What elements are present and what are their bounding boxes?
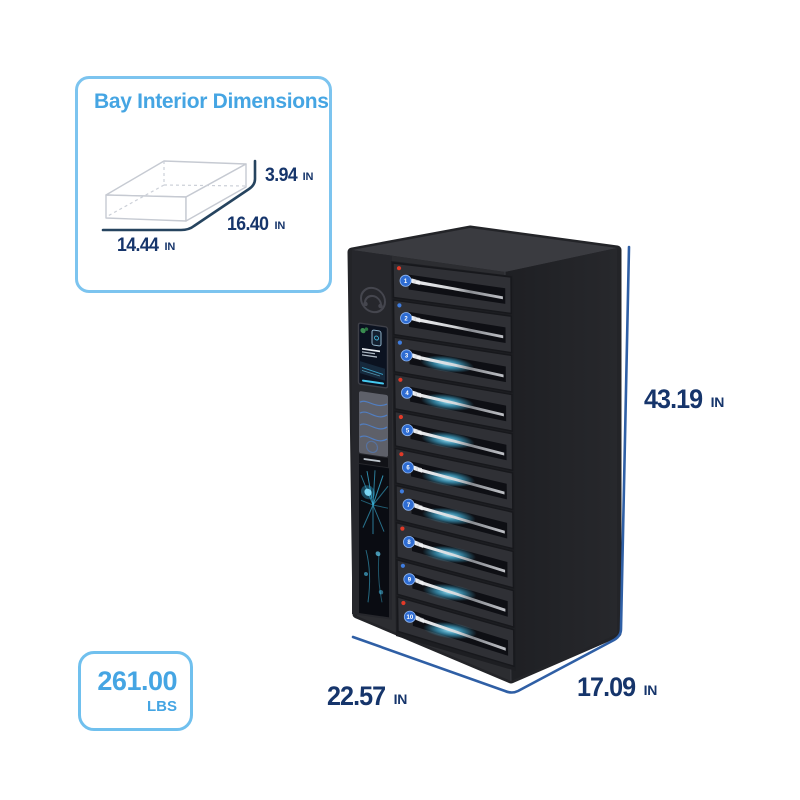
bay-height-label: 3.94 IN (265, 165, 313, 187)
bay-number-badge (400, 312, 413, 325)
cabinet-side-face (505, 248, 617, 681)
bay-status-led (400, 526, 405, 531)
tray-hidden-edges (105, 161, 247, 218)
bay-number: 7 (407, 503, 411, 509)
bay-width-value: 14.44 (117, 235, 159, 256)
bay-10: 10 (396, 595, 515, 668)
bay-handle (416, 355, 504, 378)
screen-progress-bar (362, 379, 384, 385)
cabinet-depth-label: 17.09 IN (577, 672, 657, 703)
cabinet-dimension-line (351, 245, 631, 694)
fireworks-graphic-panel (359, 464, 389, 618)
bay-number: 4 (405, 391, 409, 397)
bay-number-badge (400, 349, 413, 362)
bay-depth-unit: IN (274, 220, 286, 232)
bay-handle (417, 392, 504, 417)
bay-number: 6 (406, 466, 410, 472)
weight-value: 261.00 (97, 666, 177, 696)
cabinet-branding-column (352, 250, 392, 620)
bay-handle (417, 430, 505, 456)
bay-number: 8 (407, 540, 411, 546)
bay-handle (419, 617, 506, 651)
bay-interior-dimensions-panel: Bay Interior Dimensions 3.94 IN 16.40 I (75, 76, 332, 293)
tray-outline (105, 160, 247, 222)
bay-number: 2 (404, 316, 408, 322)
bay-status-led (397, 303, 402, 308)
bay-stack: 1 2 3 4 5 6 7 8 9 10 (392, 262, 515, 668)
bay-height-unit: IN (302, 171, 314, 183)
tray-isometric-drawing (101, 159, 257, 232)
bay-status-led (401, 600, 406, 606)
bay-5: 5 (394, 410, 514, 472)
cabinet-width-value: 22.57 (327, 681, 386, 711)
cabinet-top-face (352, 228, 617, 272)
bay-number-badge (403, 573, 416, 586)
bay-number: 10 (407, 615, 414, 621)
cabinet-height-value: 43.19 (644, 384, 703, 414)
bay-2: 2 (392, 299, 513, 354)
bay-number-badge (401, 461, 414, 474)
bay-status-led (399, 452, 404, 457)
bay-number-badge (401, 424, 414, 437)
bay-number-badge (402, 536, 415, 549)
weight-unit: LBS (147, 698, 177, 715)
bay-status-led (396, 266, 402, 271)
bay-number-badge (400, 386, 413, 399)
bay-number-badge (402, 498, 415, 511)
cabinet-width-unit: IN (393, 691, 408, 707)
cabinet-height-label: 43.19 IN (644, 384, 724, 415)
bay-number: 9 (408, 578, 412, 584)
bay-7: 7 (395, 484, 514, 550)
screen-plant-graphic (360, 327, 366, 334)
bay-8: 8 (395, 521, 515, 589)
bay-status-led (399, 489, 404, 494)
bay-depth-label: 16.40 IN (227, 214, 285, 236)
info-screen (357, 322, 389, 389)
brand-wordmark (363, 458, 381, 463)
bay-status-led (398, 414, 403, 420)
screen-text-line (362, 347, 380, 353)
bay-handle (418, 542, 506, 573)
headset-logo-icon (360, 286, 386, 314)
bay-number: 3 (405, 354, 409, 360)
bay-number-badge (399, 274, 412, 287)
cabinet-height-unit: IN (710, 394, 725, 410)
weight-badge: 261.00 LBS (78, 651, 193, 731)
bay-handle (417, 467, 505, 495)
bay-number-badge (403, 610, 416, 623)
bay-6: 6 (394, 447, 514, 511)
bay-status-led (400, 563, 405, 568)
bay-height-value: 3.94 (265, 165, 298, 186)
bay-handle (418, 505, 505, 534)
bay-status-led (398, 377, 403, 382)
cabinet-depth-value: 17.09 (577, 672, 636, 702)
cabinet-depth-unit: IN (643, 682, 658, 698)
bay-status-led (397, 340, 402, 345)
bay-width-unit: IN (164, 241, 176, 253)
panel-title: Bay Interior Dimensions (94, 90, 329, 113)
bay-4: 4 (393, 373, 513, 432)
screen-phone-icon (371, 329, 382, 347)
bay-handle (415, 280, 503, 300)
tray-dimension-line (101, 159, 257, 232)
bay-handle (419, 580, 506, 612)
bay-3: 3 (393, 336, 513, 393)
bay-9: 9 (396, 558, 515, 629)
bay-number: 5 (406, 428, 410, 434)
bay-width-label: 14.44 IN (117, 235, 175, 257)
bay-number: 1 (404, 279, 408, 285)
wave-graphic-panel (359, 391, 388, 457)
bay-1: 1 (392, 262, 513, 315)
bay-handle (416, 317, 504, 339)
cabinet-width-label: 22.57 IN (327, 681, 407, 712)
bay-depth-value: 16.40 (227, 214, 269, 235)
